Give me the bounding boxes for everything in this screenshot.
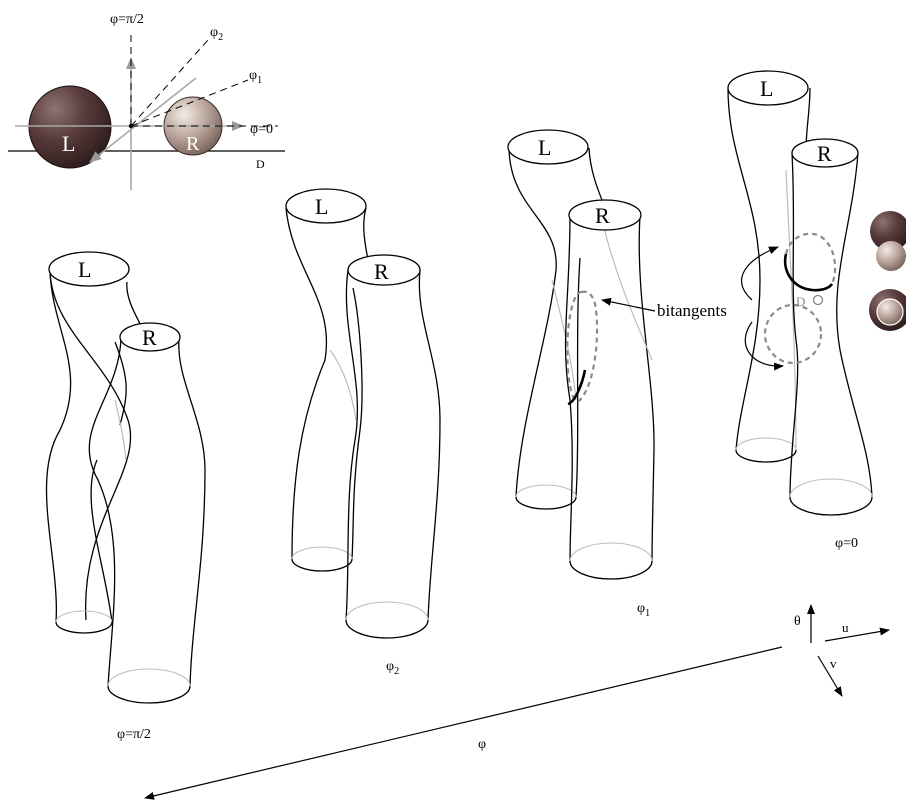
tube-right-bottom-front	[108, 686, 190, 703]
tube-left-outline	[509, 148, 556, 497]
tube-right-label: R	[142, 325, 157, 350]
captions: φ=π/2 φ2 φ1 φ=0	[117, 536, 858, 742]
tube-left-outline-2	[589, 148, 602, 200]
side-spheres	[869, 211, 906, 331]
tube-right-bottom-front	[790, 497, 872, 515]
plane-d-label: D	[256, 157, 265, 171]
tube-left-label: L	[78, 257, 91, 282]
tube-pair-phi2: L R	[286, 189, 440, 638]
axis-u-label: u	[842, 620, 849, 635]
tube-left-bottom-front	[516, 497, 576, 509]
tube-right-outline-2	[837, 153, 872, 497]
inset-label-phi1: φ1	[249, 68, 262, 86]
tube-right-bottom-front	[346, 620, 428, 638]
axis-phi-label: φ	[478, 737, 486, 752]
caption-half-pi: φ=π/2	[117, 727, 151, 742]
inset-label-phi0: φ=0	[250, 122, 273, 137]
tube-left-bottom-front	[736, 450, 796, 462]
tube-right-outline-2	[179, 339, 205, 686]
bitangents-label: bitangents	[657, 301, 727, 320]
tube-left-label: L	[760, 76, 773, 101]
tube-left-bottom-front	[292, 559, 352, 571]
d-marker-label: D	[796, 294, 805, 309]
caption-zero: φ=0	[835, 536, 858, 551]
tube-right-label: R	[374, 259, 389, 284]
tube-pair-phi0: L R D	[728, 71, 872, 515]
inset-label-phi2: φ2	[210, 25, 223, 43]
axis-theta-label: θ	[794, 614, 801, 629]
side-sphere-light-bottom	[877, 299, 903, 325]
tube-left-bottom-front	[56, 622, 112, 633]
tube-left-hidden	[552, 280, 576, 400]
bitangents-arrow-lower	[745, 322, 783, 366]
tube-right-outline	[89, 339, 121, 686]
inset-label-half-pi: φ=π/2	[110, 12, 144, 27]
inset-diagram: φ=π/2 φ2 φ1 φ=0 L R D	[8, 12, 285, 190]
axis-phi-arrow	[145, 647, 782, 798]
tube-left-label: L	[538, 135, 551, 160]
tube-left-outline	[286, 208, 327, 559]
tube-right-bottom-front	[570, 561, 652, 579]
tube-left-outline-2	[364, 208, 368, 262]
tube-right-label: R	[817, 141, 832, 166]
tube-right-outline-2	[419, 270, 440, 620]
tube-pair-phi1: L R	[508, 130, 654, 579]
axis-v-label: v	[830, 656, 837, 671]
axis-triad: θ u v φ	[145, 605, 889, 798]
tube-right-label: R	[595, 203, 610, 228]
axis-u-arrow	[825, 630, 889, 641]
tube-right-outline	[346, 270, 357, 620]
tube-left-outline-lower	[91, 460, 112, 622]
tube-left-label: L	[315, 194, 328, 219]
tube-right-outline-2	[639, 215, 654, 561]
origin-point	[129, 124, 133, 128]
bitangents-annotation: bitangents	[602, 247, 783, 366]
sphere-right-label: R	[186, 133, 200, 155]
tube-pair-half-pi: L R	[47, 252, 205, 703]
bitangent-solid-upper	[785, 254, 832, 290]
side-sphere-light-top	[876, 241, 906, 271]
tube-left-outline	[728, 88, 760, 450]
d-marker-circle	[814, 296, 823, 305]
tube-left-outline-right	[115, 342, 126, 425]
sphere-left-label: L	[62, 131, 75, 156]
caption-phi1: φ1	[637, 601, 650, 619]
tube-left-outline	[50, 271, 131, 620]
tube-left-outline-back	[127, 282, 140, 324]
tube-left-hidden	[330, 350, 356, 420]
bitangents-arrow-left	[602, 300, 655, 311]
tube-right-hidden	[604, 228, 652, 360]
caption-phi2: φ2	[386, 659, 399, 677]
